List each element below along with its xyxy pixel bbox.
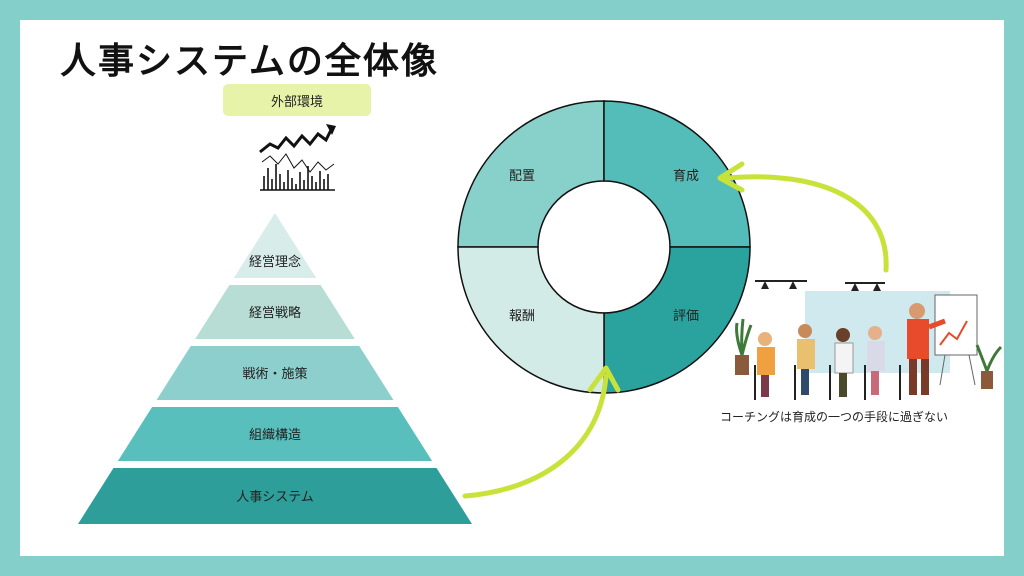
pyramid-tier-shape	[117, 407, 433, 461]
page-title: 人事システムの全体像	[60, 41, 439, 82]
pyramid-tier-5: 人事システム	[78, 468, 472, 524]
arrows	[462, 161, 889, 499]
cycle-segment-label: 配置	[509, 169, 535, 184]
pyramid-tier-label: 人事システム	[236, 490, 314, 505]
arrow-to-development-head	[717, 161, 745, 193]
pyramid-tier-shape	[78, 468, 472, 524]
pyramid-tier-4: 組織構造	[117, 407, 433, 461]
caption-text: コーチングは育成の一つの手段に過ぎない	[720, 410, 949, 424]
cycle-segment-3: 評価	[603, 246, 751, 394]
slide-canvas: 人事システムの全体像 外部環境	[20, 20, 1004, 556]
cycle-segment-1: 配置	[457, 100, 605, 248]
pyramid-tier-1: 経営理念	[233, 213, 317, 278]
pyramid-tier-shape	[233, 213, 317, 278]
pyramid-tier-label: 組織構造	[249, 428, 301, 443]
cycle-segment-4: 報酬	[457, 246, 605, 394]
cycle-segment-shape	[603, 100, 751, 248]
cycle-segment-label: 評価	[673, 309, 699, 324]
cycle-segment-label: 報酬	[509, 309, 535, 324]
cycle-segment-shape	[457, 246, 605, 394]
external-environment-label: 外部環境	[223, 84, 371, 116]
external-environment-text: 外部環境	[270, 94, 323, 110]
pyramid-tier-label: 戦術・施策	[242, 366, 307, 382]
pyramid-tier-shape	[195, 285, 355, 339]
arrow-to-development	[723, 174, 889, 273]
cycle-segment-2: 育成	[603, 100, 751, 248]
training-seminar-illustration	[735, 280, 1003, 400]
pyramid-tier-label: 経営理念	[249, 254, 301, 270]
pyramid-tier-label: 経営戦略	[249, 305, 301, 321]
arrow-to-cycle	[462, 373, 609, 499]
cycle-segment-shape	[457, 100, 605, 248]
stock-chart-icon	[259, 124, 336, 191]
pyramid-tier-shape	[156, 346, 394, 400]
pyramid-tier-3: 戦術・施策	[156, 346, 394, 400]
arrow-to-cycle-head	[587, 365, 621, 393]
cycle-segment-label: 育成	[673, 168, 699, 184]
pyramid-tier-2: 経営戦略	[195, 285, 355, 339]
